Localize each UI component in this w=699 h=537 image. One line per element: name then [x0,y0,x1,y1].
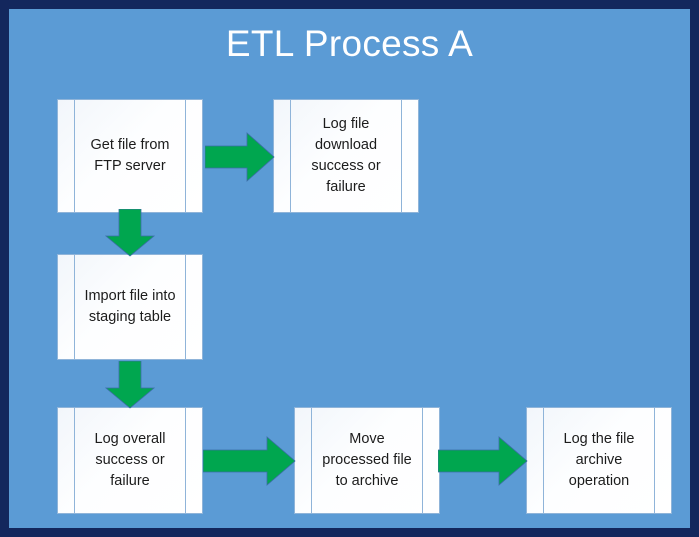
predefined-process-right-bar [654,408,655,513]
node-label: Log the file archive operation [563,430,635,489]
predefined-process-left-bar [543,408,544,513]
node-label: Move processed file to archive [322,430,412,489]
arrow-move-to-log-archive [438,435,528,487]
node-import-file-into-staging-table[interactable]: Import file into staging table [57,254,203,360]
predefined-process-right-bar [185,255,186,359]
predefined-process-right-bar [422,408,423,513]
node-label: Import file into staging table [84,287,176,325]
node-log-the-file-archive-operation[interactable]: Log the file archive operation [526,407,672,514]
predefined-process-left-bar [311,408,312,513]
predefined-process-left-bar [74,408,75,513]
predefined-process-right-bar [401,100,402,212]
arrow-log-overall-to-move [203,435,296,487]
predefined-process-left-bar [290,100,291,212]
node-get-file-from-ftp-server[interactable]: Get file from FTP server [57,99,203,213]
arrow-ftp-to-import [104,209,156,257]
arrow-ftp-to-log-download [205,131,275,183]
predefined-process-right-bar [185,408,186,513]
predefined-process-left-bar [74,255,75,359]
page-title: ETL Process A [225,23,474,64]
node-move-processed-file-to-archive[interactable]: Move processed file to archive [294,407,440,514]
node-label: Log file download success or failure [311,115,381,196]
predefined-process-left-bar [74,100,75,212]
node-log-file-download-result[interactable]: Log file download success or failure [273,99,419,213]
predefined-process-right-bar [185,100,186,212]
node-label: Get file from FTP server [90,136,170,174]
node-log-overall-success-or-failure[interactable]: Log overall success or failure [57,407,203,514]
node-label: Log overall success or failure [94,430,166,489]
arrow-import-to-log-overall [104,361,156,409]
